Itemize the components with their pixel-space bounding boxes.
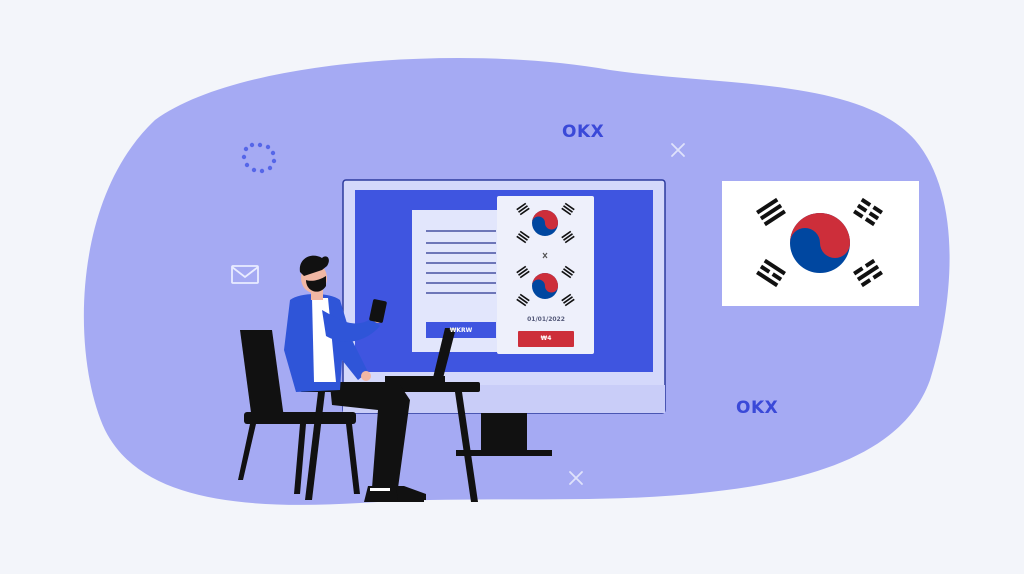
card-button-label: ₩4	[540, 335, 552, 342]
document-button-label: ₩KRW	[449, 327, 473, 334]
document-panel	[412, 210, 504, 352]
chair	[238, 330, 360, 494]
laptop	[385, 328, 456, 382]
document-button	[426, 322, 496, 338]
flag-card	[497, 196, 594, 354]
sparkle-cross-icon	[671, 143, 685, 157]
okx-logo-top: OKX	[562, 122, 605, 142]
sparkle-cross-icon	[569, 471, 583, 485]
person-figure	[284, 255, 426, 502]
card-caption: 01/01/2022	[527, 316, 565, 323]
monitor-base	[456, 450, 552, 456]
envelope-icon	[231, 265, 259, 284]
mini-flag-top	[516, 202, 575, 244]
mini-flag-bottom	[516, 265, 575, 307]
monitor-stand	[481, 413, 527, 451]
card-button	[518, 331, 574, 347]
okx-logo-bottom: OKX	[736, 398, 779, 418]
korean-flag	[722, 181, 919, 306]
dotted-circle-icon	[241, 142, 277, 174]
